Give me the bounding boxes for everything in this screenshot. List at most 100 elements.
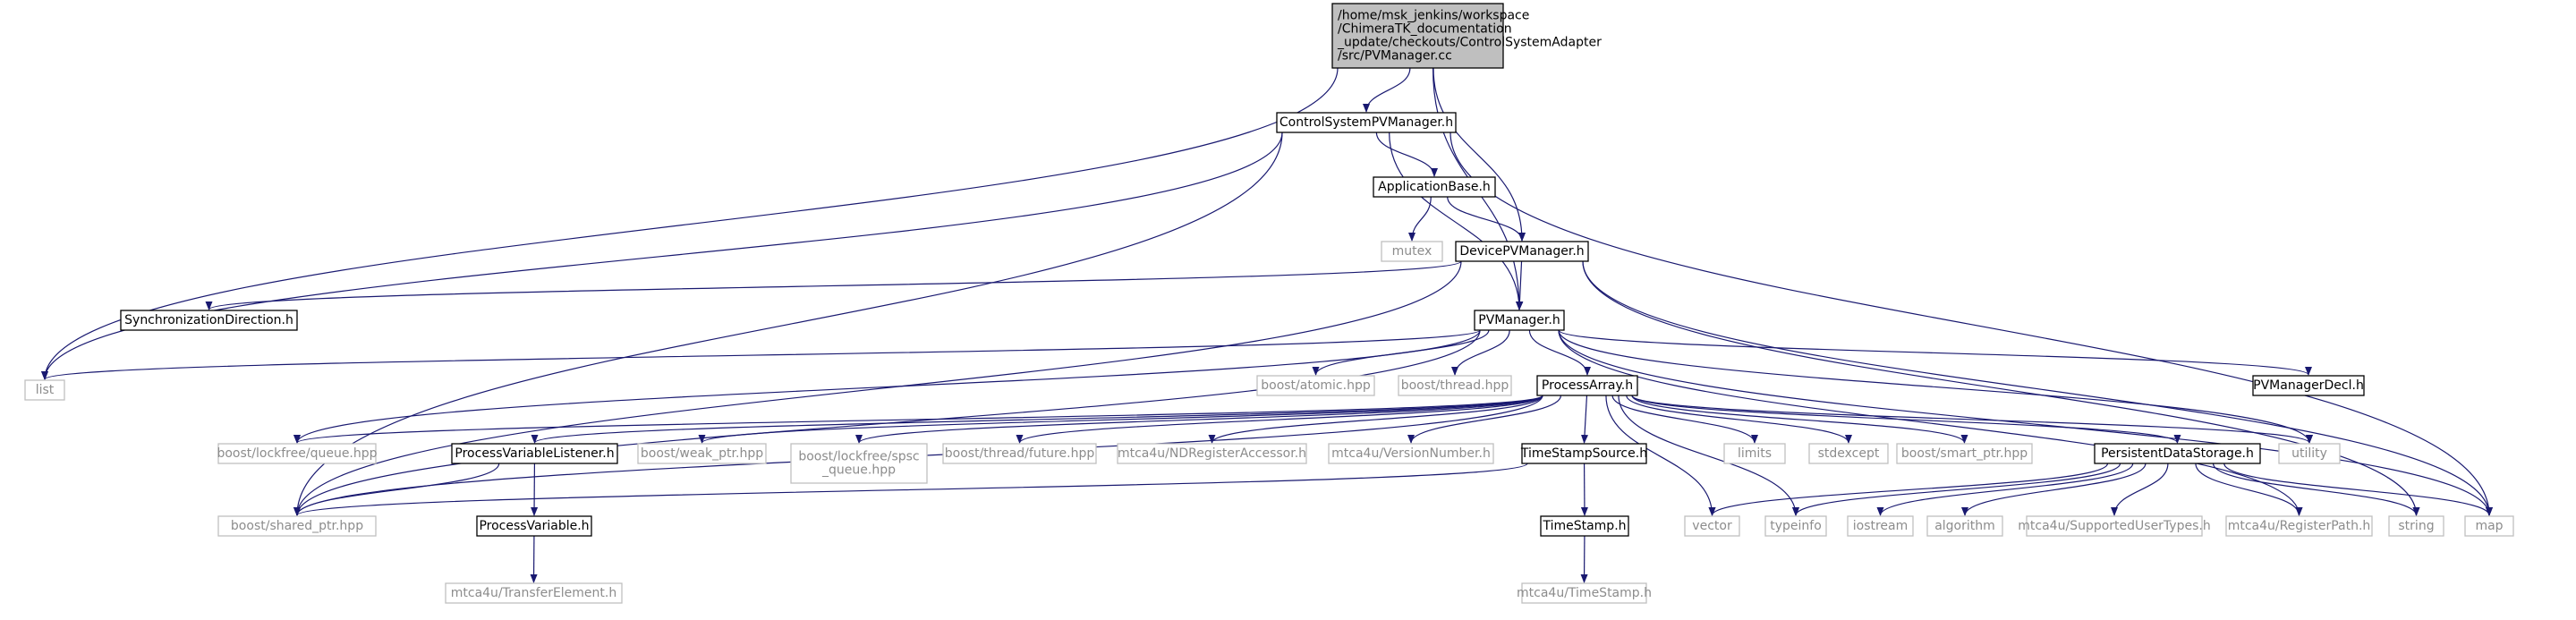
node-transfer: mtca4u/TransferElement.h [445,582,623,604]
node-procarr[interactable]: ProcessArray.h [1536,375,1638,396]
node-appbase-label-line-0: ApplicationBase.h [1378,180,1491,194]
edge-procarr-to-future [1016,395,1543,444]
node-iostream-box [1847,515,1914,537]
node-syncdir[interactable]: SynchronizationDirection.h [120,310,298,331]
edge-cspvm-to-sharedptr [293,132,1283,516]
node-pvlistener-box [451,443,618,464]
node-sharedptr-box [217,515,377,537]
edge-pvm-to-utility [1558,329,2313,444]
node-utility-label-line-0: utility [2291,446,2327,461]
node-regpath-label-line-0: mtca4u/RegisterPath.h [2228,519,2371,533]
edge-devpvm-to-sharedptr [293,260,1462,516]
node-queue: boost/lockfree/queue.hpp [217,443,378,464]
edge-root-to-list [41,67,1339,380]
node-root-label-line-1: /ChimeraTK_documentation [1338,22,1512,37]
node-procarr-box [1536,375,1638,396]
edge-pds-to-string [2212,463,2420,516]
edge-cspvm-to-pvm [1389,132,1523,310]
node-ndreg: mtca4u/NDRegisterAccessor.h [1117,443,1307,464]
edge-cspvm-to-map [1450,132,2493,516]
node-pds[interactable]: PersistentDataStorage.h [2094,443,2261,464]
node-future-label-line-0: boost/thread/future.hpp [945,446,1095,461]
edge-cspvm-to-appbase [1375,132,1438,177]
node-map-box [2464,515,2514,537]
edge-procarr-to-vector [1605,395,1716,516]
node-pvm-box [1474,310,1565,331]
node-appbase[interactable]: ApplicationBase.h [1373,176,1496,198]
edge-procarr-to-pvlistener [531,395,1543,444]
edge-procarr-to-ndreg [1208,395,1543,444]
node-devpvm[interactable]: DevicePVManager.h [1455,241,1589,262]
node-limits-box [1723,443,1786,464]
node-iostream: iostream [1847,515,1914,537]
node-pvm-label-line-0: PVManager.h [1478,313,1560,327]
node-transfer-label-line-0: mtca4u/TransferElement.h [451,586,616,600]
edge-appbase-to-mutex [1408,196,1432,242]
node-devpvm-label-line-0: DevicePVManager.h [1459,244,1584,259]
node-map-label-line-0: map [2475,519,2503,533]
node-utility-box [2278,443,2341,464]
edge-tss-to-sharedptr [293,463,1528,516]
node-procarr-label-line-0: ProcessArray.h [1542,378,1633,393]
edge-pvlistener-to-sharedptr [293,463,500,516]
node-mtcats-box [1521,582,1647,604]
node-tss-box [1521,443,1647,464]
node-smartptr-label-line-0: boost/smart_ptr.hpp [1901,446,2028,461]
node-string: string [2388,515,2444,537]
node-timestamp-label-line-0: TimeStamp.h [1542,519,1626,533]
edge-pds-to-vector [1708,463,2109,516]
node-list-label-line-0: list [36,383,55,397]
node-supported-box [2026,515,2203,537]
node-weakptr-label-line-0: boost/weak_ptr.hpp [641,446,763,461]
node-weakptr-box [637,443,767,464]
node-procvar[interactable]: ProcessVariable.h [476,515,592,537]
edge-devpvm-to-map [1582,260,2493,516]
edge-cspvm-to-list [41,132,1283,380]
node-root[interactable]: /home/msk_jenkins/workspace/ChimeraTK_do… [1331,3,1602,69]
node-stdexcept-label-line-0: stdexcept [1818,446,1880,461]
edge-pvm-to-queue [293,329,1481,444]
node-devpvm-box [1455,241,1589,262]
node-cspvm-box [1276,112,1457,133]
node-typeinfo-box [1764,515,1827,537]
edge-pds-to-supported [2111,463,2169,516]
node-root-label-line-2: _update/checkouts/ControlSystemAdapter [1337,36,1602,50]
node-list-box [24,379,65,401]
node-pvmdecl-box [2252,375,2365,396]
edge-devpvm-to-syncdir [205,260,1462,310]
node-algorithm: algorithm [1926,515,2003,537]
node-pvmdecl[interactable]: PVManagerDecl.h [2252,375,2365,396]
edge-pvm-to-pvmdecl [1558,329,2312,376]
node-smartptr-box [1896,443,2033,464]
edge-procarr-to-vernum [1407,395,1562,444]
node-algorithm-label-line-0: algorithm [1934,519,1995,533]
node-batomic-label-line-0: boost/atomic.hpp [1261,378,1371,393]
edge-procarr-to-pds [1631,395,2181,444]
node-pvm[interactable]: PVManager.h [1474,310,1565,331]
node-pvmdecl-label-line-0: PVManagerDecl.h [2253,378,2364,393]
node-supported: mtca4u/SupportedUserTypes.h [2018,515,2211,537]
edge-procarr-to-tss [1581,395,1588,444]
node-cspvm[interactable]: ControlSystemPVManager.h [1276,112,1457,133]
edge-pds-to-regpath [2195,463,2303,516]
edge-procarr-to-utility [1631,395,2313,444]
node-spsc-label-line-1: _queue.hpp [821,463,896,478]
node-algorithm-box [1926,515,2003,537]
node-ndreg-label-line-0: mtca4u/NDRegisterAccessor.h [1118,446,1306,461]
node-timestamp[interactable]: TimeStamp.h [1540,515,1629,537]
node-root-label-line-3: /src/PVManager.cc [1338,49,1452,64]
node-queue-label-line-0: boost/lockfree/queue.hpp [217,446,377,461]
node-transfer-box [445,582,623,604]
node-tss[interactable]: TimeStampSource.h [1520,443,1647,464]
node-timestamp-box [1540,515,1629,537]
node-pds-box [2094,443,2261,464]
node-vector: vector [1684,515,1740,537]
node-root-box [1331,3,1504,69]
node-sharedptr: boost/shared_ptr.hpp [217,515,377,537]
node-pds-label-line-0: PersistentDataStorage.h [2101,446,2254,461]
node-mtcats: mtca4u/TimeStamp.h [1517,582,1652,604]
edge-pds-to-algorithm [1961,463,2147,516]
node-cspvm-label-line-0: ControlSystemPVManager.h [1279,115,1453,130]
node-pvlistener[interactable]: ProcessVariableListener.h [451,443,618,464]
edge-procarr-to-stdexcept [1626,395,1852,444]
